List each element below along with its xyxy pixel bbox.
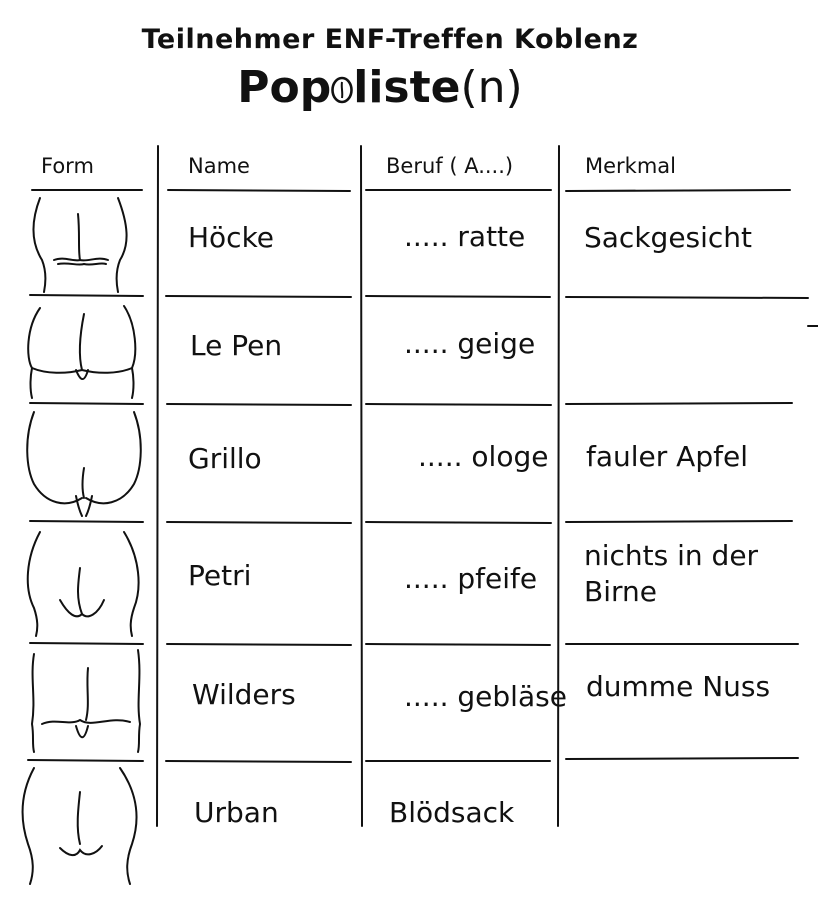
form-drawing-6	[21, 767, 138, 885]
form-drawing-3	[26, 411, 142, 517]
header-merkmal: Merkmal	[585, 154, 676, 178]
row-5-name: Wilders	[192, 678, 296, 711]
form-drawing-2	[27, 305, 137, 399]
subtitle-suffix: liste	[353, 62, 461, 113]
row-2-name: Le Pen	[190, 329, 283, 362]
form-drawing-4	[26, 531, 140, 637]
row-6-beruf: Blödsack	[389, 796, 515, 829]
row-5-beruf: ..... gebläse	[404, 680, 567, 713]
header-beruf: Beruf ( A....)	[386, 154, 514, 178]
page-title: Teilnehmer ENF-Treffen Koblenz	[141, 24, 639, 55]
row-1-beruf: ..... ratte	[404, 220, 526, 253]
row-3-merkmal: fauler Apfel	[586, 440, 748, 473]
form-drawing-5	[30, 649, 142, 753]
row-3-beruf: ..... ologe	[418, 440, 549, 473]
form-drawing-1	[32, 197, 128, 293]
row-3-name: Grillo	[188, 442, 262, 475]
row-2-beruf: ..... geige	[404, 327, 536, 360]
header-name: Name	[188, 154, 250, 178]
header-form: Form	[41, 154, 94, 178]
row-4-beruf: ..... pfeife	[404, 562, 538, 595]
subtitle-prefix: Pop	[237, 62, 332, 113]
row-1-merkmal: Sackgesicht	[584, 221, 753, 254]
row-4-merkmal: nichts in der Birne	[584, 539, 759, 608]
bum-o-icon	[331, 76, 354, 104]
row-6-name: Urban	[194, 796, 279, 829]
row-1-name: Höcke	[188, 221, 275, 254]
subtitle-paren: (n)	[460, 62, 523, 113]
row-4-name: Petri	[188, 559, 252, 592]
row-5-merkmal: dumme Nuss	[586, 670, 771, 703]
page-subtitle: Pop liste(n)	[0, 62, 760, 113]
